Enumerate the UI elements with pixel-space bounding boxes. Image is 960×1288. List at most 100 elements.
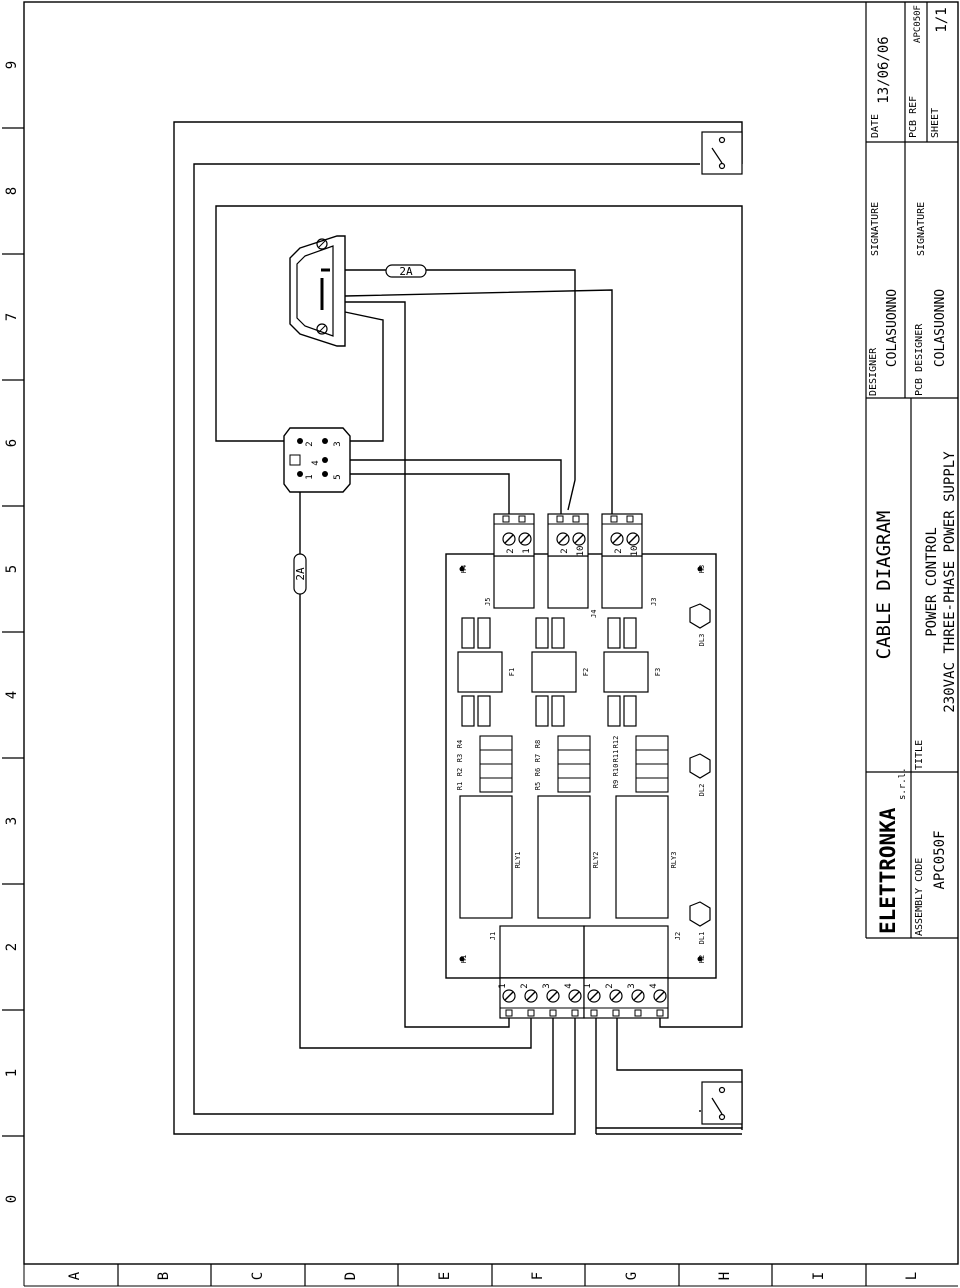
- relay-label: RLY3: [670, 852, 678, 869]
- fuse-top: 2A: [385, 264, 427, 278]
- side-number: 4: [4, 691, 20, 699]
- side-number: 6: [4, 439, 20, 447]
- bottom-scale: [117, 1264, 867, 1286]
- switch-pin: 3: [333, 441, 343, 446]
- led-label: DL2: [698, 784, 706, 797]
- bottom-letter: I: [811, 1272, 827, 1280]
- terminal-pin: 2: [520, 983, 530, 988]
- terminal-block-j2: 1 2 3 4: [583, 977, 669, 1019]
- switch-pin: 1: [305, 474, 315, 479]
- side-number: 9: [4, 61, 20, 69]
- side-number: 0: [4, 1195, 20, 1203]
- pcb-designer-label: PCB DESIGNER: [914, 323, 925, 396]
- pcb-ref-label: PCB REF: [908, 96, 919, 138]
- terminal-pin: 4: [564, 983, 574, 988]
- connector-label: J2: [674, 932, 682, 940]
- company-suffix: s.r.l.: [898, 767, 908, 800]
- fuse-holders: [457, 617, 649, 727]
- terminal-pin: 1: [498, 983, 508, 988]
- wires: [173, 121, 743, 1135]
- signature-label: SIGNATURE: [870, 202, 881, 256]
- assembly-code-value: APC050F: [932, 830, 948, 889]
- date-label: DATE: [870, 114, 881, 138]
- resistor-label: R3: [456, 754, 464, 762]
- sheet-frame: [23, 1, 959, 1287]
- date-value: 13/06/06: [876, 36, 892, 103]
- switch-pin: 5: [333, 474, 343, 479]
- connector-label: J5: [484, 598, 492, 606]
- resistor-label: R12: [612, 736, 620, 749]
- power-inlet: [289, 235, 346, 347]
- resistor-label: R4: [456, 740, 464, 748]
- assembly-code-label: ASSEMBLY CODE: [914, 858, 925, 936]
- terminal-pin: 4: [649, 983, 659, 988]
- side-scale: [2, 127, 24, 1137]
- switch-pin: 2: [305, 441, 315, 446]
- terminal-pin: 2: [614, 548, 624, 553]
- resistor-label: R9: [612, 780, 620, 788]
- terminal-pin: 2: [605, 983, 615, 988]
- relay-label: RLY1: [514, 852, 522, 869]
- pcb-ref-value: APC050F: [913, 5, 923, 43]
- fuse-label: F1: [508, 668, 516, 676]
- terminal-pin: 2: [560, 548, 570, 553]
- bottom-letter: B: [156, 1272, 172, 1280]
- side-number: 8: [4, 187, 20, 195]
- terminal-pin: 1: [522, 548, 532, 553]
- side-numbers: 9 8 7 6 5 4 3 2 1 0: [4, 61, 20, 1203]
- pcb-board: H4 H3 H1 H2 J5 J4 J3 F: [445, 553, 717, 979]
- mount-hole-label: H2: [698, 955, 706, 963]
- resistor-label: R10: [612, 764, 620, 777]
- bottom-letter: D: [343, 1272, 359, 1280]
- terminal-block-j5: 2 1: [493, 513, 535, 557]
- terminal-pin: 10: [576, 546, 586, 557]
- designer-label: DESIGNER: [868, 347, 879, 396]
- connector-label: J4: [590, 610, 598, 618]
- pcb-designer-value: COLASUONNO: [933, 289, 948, 367]
- bottom-letter: C: [250, 1272, 266, 1280]
- resistor-label: R11: [612, 750, 620, 763]
- mount-hole-label: H3: [698, 565, 706, 573]
- company-logo: ELETTRONKA: [876, 807, 900, 934]
- fuse-left: 2A: [293, 553, 307, 595]
- title-label: TITLE: [914, 740, 925, 770]
- side-number: 7: [4, 313, 20, 321]
- title-block: DATE 13/06/06 PCB REF APC050F SHEET 1/1 …: [865, 2, 958, 939]
- bottom-letter: L: [904, 1272, 920, 1280]
- designer-value: COLASUONNO: [885, 289, 900, 367]
- resistor-label: R7: [534, 754, 542, 762]
- signature-label: SIGNATURE: [916, 202, 927, 256]
- mount-hole-label: H1: [460, 955, 468, 963]
- sheet-value: 1/1: [934, 7, 950, 32]
- mount-hole-label: H4: [460, 565, 468, 573]
- fuse-label: F2: [582, 668, 590, 676]
- fuse-label: F3: [654, 668, 662, 676]
- fuse-left-label: 2A: [294, 567, 307, 581]
- terminal-block-j3: 2 10: [601, 513, 643, 557]
- title-line-1: POWER CONTROL: [924, 527, 940, 637]
- side-number: 3: [4, 817, 20, 825]
- resistor-label: R1: [456, 782, 464, 790]
- led-label: DL3: [698, 634, 706, 647]
- resistor-banks: [479, 735, 669, 793]
- terminal-pin: 10: [630, 546, 640, 557]
- switch-bottom: [701, 1081, 743, 1125]
- diagram-title: CABLE DIAGRAM: [873, 511, 895, 660]
- side-number: 5: [4, 565, 20, 573]
- fuse-top-label: 2A: [399, 265, 413, 278]
- terminal-pin: 1: [583, 983, 593, 988]
- sheet-label: SHEET: [930, 108, 941, 138]
- connector-label: J3: [650, 598, 658, 606]
- side-number: 1: [4, 1069, 20, 1077]
- connector-label: J1: [489, 932, 497, 940]
- side-number: 2: [4, 943, 20, 951]
- bottom-letter: F: [530, 1272, 546, 1280]
- bottom-letter: G: [624, 1272, 640, 1280]
- terminal-pin: 3: [542, 983, 552, 988]
- bottom-letter: H: [717, 1272, 733, 1280]
- bottom-letter: E: [437, 1272, 453, 1280]
- led-label: DL1: [698, 932, 706, 945]
- title-line-2: 230VAC THREE-PHASE POWER SUPPLY: [942, 451, 958, 713]
- bottom-letters: A B C D E F G H I L: [67, 1271, 920, 1280]
